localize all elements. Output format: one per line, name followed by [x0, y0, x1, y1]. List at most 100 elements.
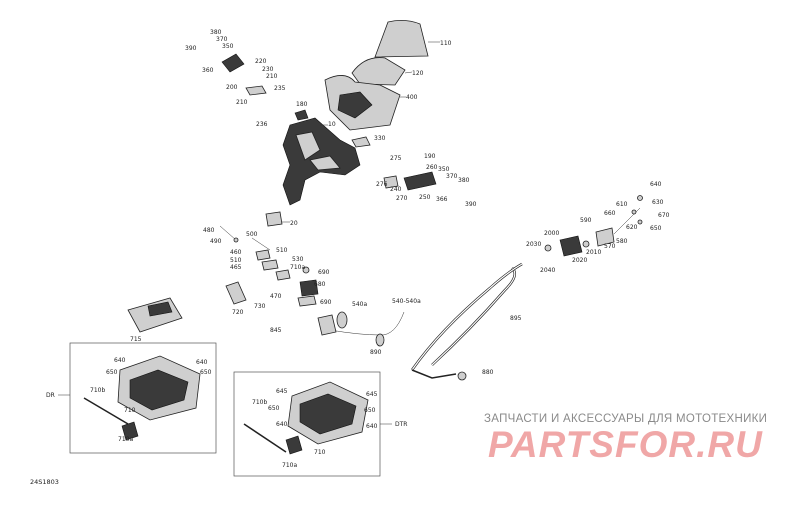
svg-text:895: 895 [510, 315, 522, 322]
assembly-dtr [243, 381, 369, 455]
group-label-dtr: DTR [395, 421, 407, 428]
svg-text:235: 235 [274, 85, 286, 92]
svg-text:270: 270 [396, 195, 408, 202]
svg-text:210: 210 [266, 73, 278, 80]
svg-text:220: 220 [255, 58, 267, 65]
svg-text:330: 330 [374, 135, 386, 142]
svg-text:580: 580 [616, 238, 628, 245]
svg-text:120: 120 [412, 70, 424, 77]
part-10-handlebar [282, 117, 361, 206]
svg-text:470: 470 [270, 293, 282, 300]
parts-2000-660 [544, 195, 643, 257]
svg-text:2010: 2010 [586, 249, 601, 256]
svg-text:710b: 710b [90, 387, 105, 394]
part-880-end [457, 371, 467, 381]
svg-text:250: 250 [419, 194, 431, 201]
parts-480-510 [219, 225, 319, 307]
svg-text:710: 710 [314, 449, 326, 456]
watermark-logo: PARTSFOR.RU [488, 424, 763, 465]
svg-text:650: 650 [200, 369, 212, 376]
svg-text:2030: 2030 [526, 241, 541, 248]
svg-text:650: 650 [268, 405, 280, 412]
svg-text:530: 530 [292, 256, 304, 263]
part-540 [317, 314, 337, 336]
part-110 [374, 20, 440, 58]
svg-text:640: 640 [276, 421, 288, 428]
svg-text:690: 690 [320, 299, 332, 306]
svg-text:480: 480 [203, 227, 215, 234]
svg-text:2040: 2040 [540, 267, 555, 274]
part-240 [383, 175, 399, 189]
svg-text:460: 460 [230, 249, 242, 256]
svg-text:500: 500 [246, 231, 258, 238]
svg-text:570: 570 [604, 243, 616, 250]
svg-text:275: 275 [390, 155, 402, 162]
svg-text:370: 370 [216, 36, 228, 43]
svg-text:640: 640 [114, 357, 126, 364]
svg-text:710a: 710a [118, 436, 133, 443]
svg-text:380: 380 [458, 177, 470, 184]
svg-text:465: 465 [230, 264, 242, 271]
assembly-dr [83, 355, 201, 441]
group-label-dr: DR [46, 392, 55, 399]
svg-text:650: 650 [106, 369, 118, 376]
svg-text:2000: 2000 [544, 230, 559, 237]
part-120 [351, 57, 413, 86]
part-330 [351, 136, 371, 148]
svg-text:490: 490 [210, 238, 222, 245]
svg-text:200: 200 [226, 84, 238, 91]
svg-text:620: 620 [626, 224, 638, 231]
svg-text:540a: 540a [352, 301, 367, 308]
svg-text:715: 715 [130, 336, 142, 343]
svg-text:650: 650 [364, 407, 376, 414]
svg-text:210: 210 [236, 99, 248, 106]
spring-540a [336, 311, 348, 329]
svg-text:276: 276 [376, 181, 388, 188]
part-180 [294, 109, 309, 121]
svg-text:640: 640 [196, 359, 208, 366]
document-id: 24S1803 [30, 478, 59, 486]
part-400 [324, 75, 406, 131]
svg-text:845: 845 [270, 327, 282, 334]
svg-text:240: 240 [390, 186, 402, 193]
cable-895 [431, 267, 517, 366]
svg-text:720: 720 [232, 309, 244, 316]
svg-text:236: 236 [256, 121, 268, 128]
svg-text:400: 400 [406, 94, 418, 101]
svg-text:370: 370 [446, 173, 458, 180]
svg-text:645: 645 [366, 391, 378, 398]
watermark-caption: ЗАПЧАСТИ И АКСЕССУАРЫ ДЛЯ МОТОТЕХНИКИ [484, 413, 768, 425]
svg-text:390: 390 [185, 45, 197, 52]
svg-text:880: 880 [482, 369, 494, 376]
svg-text:650: 650 [650, 225, 662, 232]
svg-text:2020: 2020 [572, 257, 587, 264]
svg-text:590: 590 [580, 217, 592, 224]
svg-text:230: 230 [262, 66, 274, 73]
callout-labels: 380 370 350 390 360 220 230 210 200 235 … [46, 29, 670, 469]
svg-text:710: 710 [124, 407, 136, 414]
svg-text:610: 610 [616, 201, 628, 208]
svg-text:260: 260 [426, 164, 438, 171]
svg-text:10: 10 [328, 121, 336, 128]
svg-text:690: 690 [318, 269, 330, 276]
svg-text:710b: 710b [252, 399, 267, 406]
svg-text:660: 660 [604, 210, 616, 217]
svg-text:890: 890 [370, 349, 382, 356]
svg-text:190: 190 [424, 153, 436, 160]
svg-text:510: 510 [276, 247, 288, 254]
svg-text:380: 380 [210, 29, 222, 36]
svg-text:730: 730 [254, 303, 266, 310]
part-200 [245, 85, 267, 96]
svg-text:20: 20 [290, 220, 298, 227]
part-360 [221, 53, 245, 73]
svg-text:390: 390 [465, 201, 477, 208]
svg-text:110: 110 [440, 40, 452, 47]
part-260-grip [403, 171, 437, 191]
svg-text:350: 350 [438, 166, 450, 173]
svg-text:680: 680 [314, 281, 326, 288]
box-dr [69, 342, 217, 454]
svg-text:350: 350 [222, 43, 234, 50]
svg-text:630: 630 [652, 199, 664, 206]
svg-text:540-540a: 540-540a [392, 298, 421, 305]
svg-text:510: 510 [230, 257, 242, 264]
